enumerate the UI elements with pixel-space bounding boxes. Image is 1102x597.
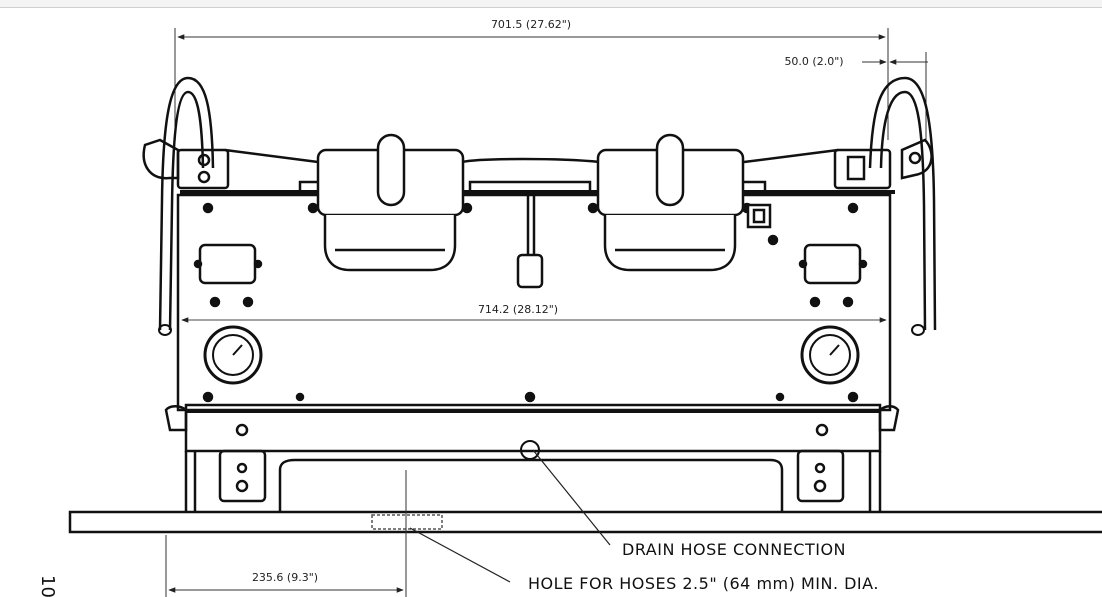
dimension-label-hole-offset: 235.6 (9.3") [252,571,318,584]
left-side-bracket [142,138,230,190]
right-steam-wand [868,76,937,336]
dimension-overall-width: 701.5 (27.62") [174,17,889,140]
left-pressure-gauge [203,325,263,385]
right-group-head [587,133,779,272]
dimension-label-inner-width: 714.2 (28.12") [478,303,558,316]
hot-water-tap [516,195,544,289]
dimension-label-handle-offset: 50.0 (2.0") [784,55,843,68]
lower-body [184,449,882,512]
drip-tray [164,403,900,460]
top-rail [180,148,895,194]
dimension-hole-offset: 235.6 (9.3") [165,470,407,597]
dimension-label-overall-width: 701.5 (27.62") [491,18,571,31]
callout-hose-hole: HOLE FOR HOSES 2.5" (64 mm) MIN. DIA. [409,527,879,593]
right-pressure-gauge [800,325,860,385]
page-number-fragment: 10 [37,575,58,597]
callout-label-drain-hose: DRAIN HOSE CONNECTION [622,540,846,559]
left-steam-wand [158,76,215,336]
countertop [68,510,1102,534]
left-badge [193,243,263,308]
right-badge [798,243,868,308]
dimension-inner-width: 714.2 (28.12") [181,302,887,323]
viewer-top-edge [0,0,1102,8]
dimension-handle-offset: 50.0 (2.0") [784,52,928,140]
callout-drain-hose: DRAIN HOSE CONNECTION [532,449,846,559]
left-group-head [307,133,473,272]
right-side-bracket [833,138,933,190]
callout-label-hose-hole: HOLE FOR HOSES 2.5" (64 mm) MIN. DIA. [528,574,879,593]
